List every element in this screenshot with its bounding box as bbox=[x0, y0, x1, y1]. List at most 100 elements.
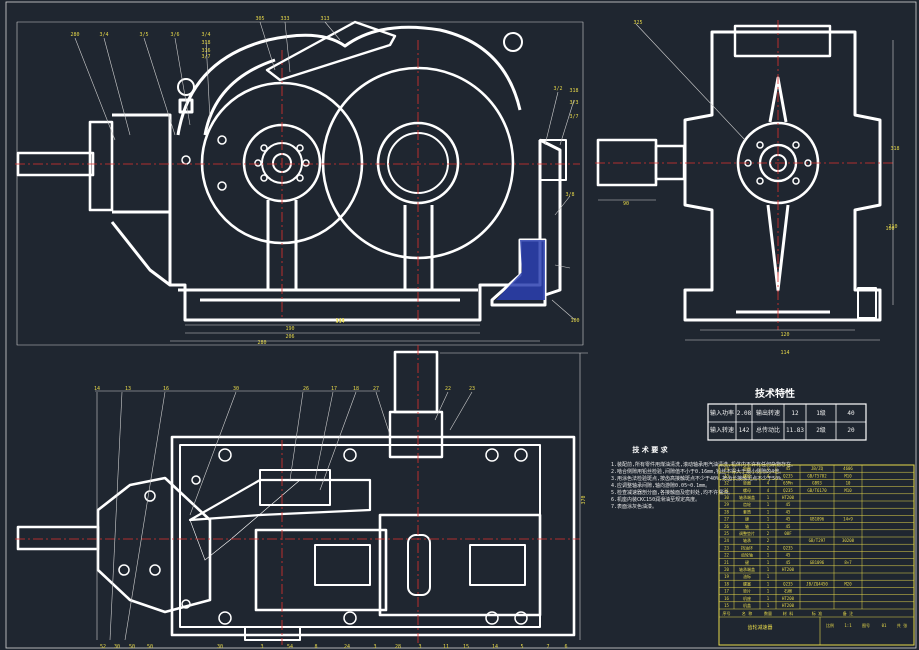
side-view bbox=[596, 24, 882, 322]
plan-bottom-label: 6 bbox=[564, 644, 567, 650]
plan-dimension-label: 370 bbox=[581, 495, 587, 504]
side-dim-lines bbox=[598, 23, 894, 341]
parts-list-cell: 套筒 bbox=[743, 508, 751, 514]
parts-list-cell: 34 bbox=[724, 466, 729, 471]
parts-list-cell: GB/T5782 bbox=[807, 473, 827, 478]
plan-centerlines bbox=[15, 345, 580, 645]
plan-bottom-label: 24 bbox=[344, 644, 350, 650]
parts-list-cell: 石棉 bbox=[784, 588, 792, 594]
spec-table-cell: 总传动比 bbox=[756, 426, 780, 434]
parts-list-cell: 2 bbox=[767, 545, 770, 550]
spec-table-cell: 输出转速 bbox=[756, 409, 780, 417]
front-dimension-label: 206 bbox=[285, 334, 294, 340]
parts-list-cell: 45 bbox=[786, 509, 791, 514]
drawing-border bbox=[5, 1, 917, 649]
parts-list-cell: 30 bbox=[724, 495, 729, 500]
parts-list-cell: 1 bbox=[767, 589, 770, 594]
plan-bottom-label: 28 bbox=[395, 644, 401, 650]
parts-list-cell: 1 bbox=[767, 603, 770, 608]
front-callout-label: 305 bbox=[255, 16, 264, 22]
parts-list-cell: 齿轮 bbox=[743, 501, 751, 507]
title-block-field: 比例 bbox=[826, 622, 834, 628]
parts-list-cell: 8×7 bbox=[844, 560, 852, 565]
front-dimension-label: 314 bbox=[335, 319, 344, 325]
plan-bottom-label: 52 bbox=[100, 644, 106, 650]
parts-list-cell: HT200 bbox=[782, 603, 795, 608]
side-dimension-label: 120 bbox=[780, 332, 789, 338]
tech-requirement-line: 1.装配前,所有零件用煤油清洗,滚动轴承用汽油清洗,机体内不许有任何杂物存在。 bbox=[611, 461, 796, 468]
parts-list-cell: 22 bbox=[724, 553, 729, 558]
parts-list-cell: GB1096 bbox=[810, 517, 825, 522]
tech-requirement-line: 3.用涂色法检验斑点,按齿高接触斑点不少于40%,按齿长接触斑点不少于50%。 bbox=[611, 475, 786, 482]
hatch-section bbox=[189, 479, 301, 561]
parts-list-cell: 17 bbox=[724, 589, 729, 594]
tech-requirement-line: 6.机座内装CKC150润滑油至规定高度。 bbox=[611, 496, 700, 503]
side-dimension-label: 114 bbox=[780, 350, 789, 356]
plan-callout-label: 23 bbox=[469, 386, 475, 392]
side-dimension-label: 100 bbox=[885, 226, 894, 232]
parts-list-cell: M20 bbox=[844, 581, 852, 586]
parts-list-cell: 23 bbox=[724, 545, 729, 550]
front-callout-label: 333 bbox=[280, 16, 289, 22]
front-callout-label: 3/7 bbox=[201, 54, 210, 60]
parts-list-cell: 32 bbox=[724, 481, 729, 486]
parts-list-cell: 1 bbox=[767, 509, 770, 514]
spec-table-cell: 输入功率 bbox=[710, 409, 734, 417]
front-callout-label: 318 bbox=[201, 40, 210, 46]
parts-list-cell: 45 bbox=[786, 517, 791, 522]
front-callout-label: 318 bbox=[569, 88, 578, 94]
parts-list-cell: GB93 bbox=[812, 481, 822, 486]
title-block-name: 齿轮减速器 bbox=[747, 624, 772, 631]
plan-holes bbox=[118, 448, 528, 625]
tech-requirement-line: 7.表面涂灰色油漆。 bbox=[611, 503, 657, 510]
parts-list-header: 材 料 bbox=[783, 610, 793, 616]
parts-list-cell: 29 bbox=[724, 502, 729, 507]
plan-leaders bbox=[95, 352, 588, 641]
parts-list-cell: HT200 bbox=[782, 596, 795, 601]
parts-list-cell: 垫片 bbox=[743, 588, 751, 594]
parts-list-cell: HT200 bbox=[782, 495, 795, 500]
plan-callout-label: 14 bbox=[94, 386, 100, 392]
plan-bottom-label: 5 bbox=[520, 644, 523, 650]
parts-list-cell: GB/T6170 bbox=[807, 488, 827, 493]
parts-list-cell: 1 bbox=[767, 574, 770, 579]
parts-list-cell: 45 bbox=[786, 524, 791, 529]
plan-bottom-label: 54 bbox=[287, 644, 293, 650]
parts-list-cell: HT200 bbox=[782, 567, 795, 572]
side-dimension-label: 318 bbox=[890, 146, 899, 152]
parts-list-cell: 30208 bbox=[842, 538, 855, 543]
parts-list-cell: 轴 bbox=[745, 523, 749, 529]
front-callout-label: 3/3 bbox=[569, 100, 578, 106]
parts-list-cell: 18 bbox=[724, 581, 729, 586]
front-callout-label: 280 bbox=[70, 32, 79, 38]
parts-list-cell: 10 bbox=[846, 481, 851, 486]
parts-list-cell: Q235 bbox=[783, 473, 793, 478]
side-callout-label: 325 bbox=[633, 20, 642, 26]
plan-callout-label: 13 bbox=[125, 386, 131, 392]
parts-list-cell: 轴承 bbox=[743, 537, 751, 543]
tech-requirement-line: 5.检查减速器剖分面,各接触面及密封处,均不许漏油。 bbox=[611, 489, 733, 496]
parts-list-cell: 1 bbox=[767, 466, 770, 471]
oil-gauge-section bbox=[496, 240, 545, 300]
tech-requirement-line: 2.啮合侧隙用铅丝检验,间隙值不小于0.16mm,铅丝不得大于最小侧隙的4倍。 bbox=[611, 468, 784, 475]
parts-list-cell: 31 bbox=[724, 488, 729, 493]
parts-list-header: 数量 bbox=[764, 610, 772, 616]
front-callout-label: 316 bbox=[201, 48, 210, 54]
plan-callout-label: 22 bbox=[445, 386, 451, 392]
plan-bottom-label: 14 bbox=[492, 644, 498, 650]
parts-list-cell: 1 bbox=[767, 495, 770, 500]
parts-list-header: 名 称 bbox=[742, 610, 752, 616]
parts-list-header: 标 准 bbox=[812, 610, 822, 616]
spec-table-cell: 142 bbox=[739, 427, 750, 434]
parts-list-header: 备 注 bbox=[843, 610, 853, 616]
parts-list-cell: 1 bbox=[767, 524, 770, 529]
parts-list-cell: Q235 bbox=[783, 488, 793, 493]
plan-bottom-label: 8 bbox=[314, 644, 317, 650]
parts-list-cell: 机座 bbox=[743, 595, 751, 601]
spec-table-cell: 40 bbox=[847, 410, 855, 417]
parts-list-cell: 1 bbox=[767, 517, 770, 522]
side-centerlines bbox=[595, 20, 895, 330]
front-callout-label: 3/2 bbox=[553, 86, 562, 92]
title-block-field: 01 bbox=[882, 623, 887, 628]
tech-requirements-title: 技 术 要 求 bbox=[632, 445, 668, 454]
